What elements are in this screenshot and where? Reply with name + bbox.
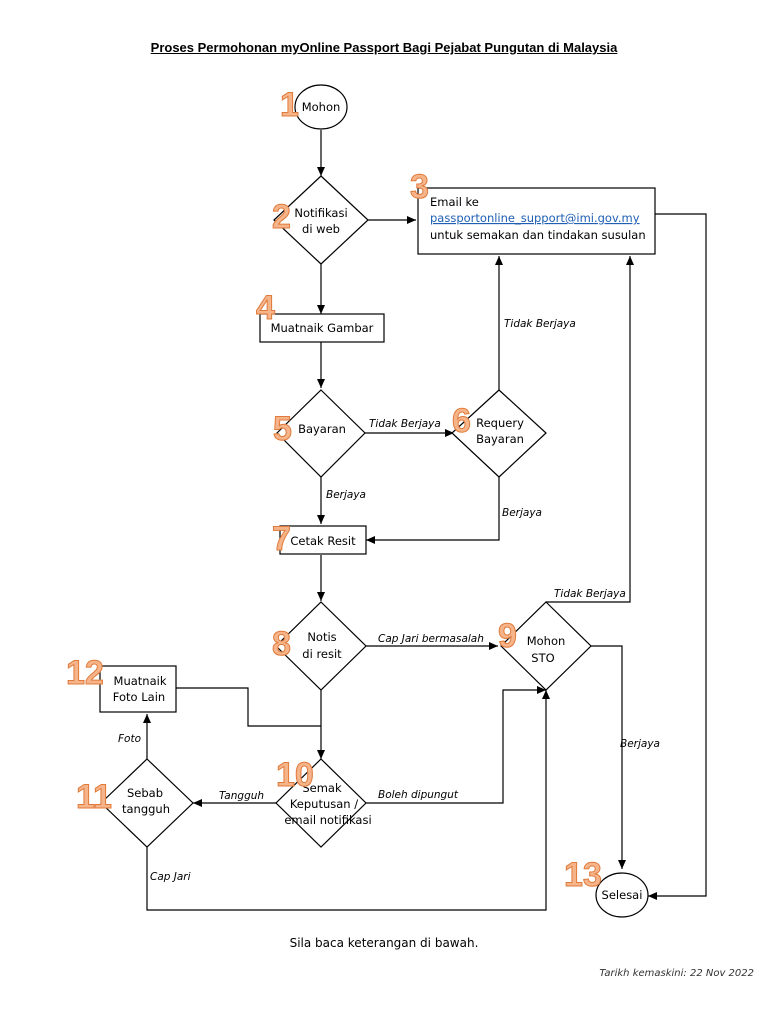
edge-label-boleh-dipungut: Boleh dipungut — [378, 789, 459, 801]
process-box — [417, 187, 656, 255]
footer-note: Sila baca keterangan di bawah. — [289, 936, 479, 950]
edge-label-tidak-berjaya-sto: Tidak Berjaya — [554, 588, 626, 600]
connectors — [143, 130, 707, 911]
line-semak-to-sto — [366, 689, 546, 804]
decision-shape — [273, 175, 369, 265]
node-mohon-sto: Mohon STO 9 — [498, 601, 592, 691]
node-label-line1: Email ke — [430, 195, 479, 209]
edge-label-berjaya-bayaran: Berjaya — [326, 489, 366, 501]
step-number: 10 — [276, 756, 314, 794]
edge-labels: Tidak Berjaya Tidak Berjaya Berjaya Berj… — [118, 318, 660, 883]
node-label: Cetak Resit — [290, 534, 356, 548]
arrow-sto-to-selesai — [590, 645, 626, 869]
node-label-line1: Sebab — [127, 786, 163, 800]
edge-label-tidak-berjaya-bayaran: Tidak Berjaya — [369, 418, 441, 430]
decision-shape — [276, 389, 366, 478]
node-label-line1: Notifikasi — [294, 206, 347, 220]
page-title: Proses Permohonan myOnline Passport Bagi… — [150, 40, 618, 55]
node-label-line3: untuk semakan dan tindakan susulan — [430, 228, 646, 242]
arrow-capjari-to-sto — [146, 690, 550, 911]
edge-label-cap-jari: Cap Jari — [150, 871, 191, 883]
node-label-line1: Requery — [476, 416, 524, 430]
edge-label-berjaya-sto: Berjaya — [620, 738, 660, 750]
node-muatnaik-gambar: Muatnaik Gambar 4 — [256, 289, 385, 343]
node-email: Email ke passportonline_support@imi.gov.… — [410, 168, 656, 255]
step-number: 3 — [410, 168, 429, 206]
edge-label-cap-jari-bermasalah: Cap Jari bermasalah — [378, 633, 484, 645]
node-semak-keputusan: Semak Keputusan / email notifikasi 10 — [275, 756, 372, 848]
email-link[interactable]: passportonline_support@imi.gov.my — [430, 211, 640, 225]
node-label: Selesai — [602, 888, 643, 902]
node-label: Mohon — [302, 100, 341, 114]
node-label-line2: Foto Lain — [113, 690, 165, 704]
node-label-line3: email notifikasi — [284, 813, 371, 827]
process-box — [99, 665, 177, 713]
node-bayaran: Bayaran 5 — [273, 389, 366, 478]
node-label-line2: Bayaran — [476, 432, 524, 446]
step-number: 11 — [76, 778, 112, 816]
node-label-line2: Keputusan / — [290, 797, 358, 811]
step-number: 9 — [498, 617, 517, 655]
terminal-shape — [595, 872, 649, 918]
arrow-sto-to-email — [546, 256, 634, 603]
step-number: 6 — [452, 402, 471, 440]
step-number: 12 — [66, 654, 104, 692]
decision-shape — [500, 601, 592, 691]
node-label-line2: STO — [531, 651, 554, 665]
step-number: 8 — [272, 625, 291, 663]
node-cetak-resit: Cetak Resit 7 — [272, 520, 367, 559]
step-number: 7 — [272, 520, 291, 558]
process-box — [279, 525, 367, 555]
decision-shape — [100, 758, 194, 848]
node-label-line2: di resit — [302, 647, 342, 661]
step-number: 13 — [564, 856, 602, 894]
node-selesai: Selesai 13 — [564, 856, 649, 918]
node-label-line1: Mohon — [527, 634, 566, 648]
node-label: Bayaran — [298, 422, 346, 436]
arrow-email-to-selesai — [648, 213, 707, 900]
decision-shape — [275, 601, 367, 691]
node-label-line1: Muatnaik — [114, 674, 167, 688]
node-label-line2: tangguh — [122, 802, 170, 816]
decision-shape — [451, 389, 547, 478]
node-mohon: Mohon 1 — [280, 84, 348, 130]
edge-label-tangguh: Tangguh — [219, 790, 264, 802]
updated-date: Tarikh kemaskini: 22 Nov 2022 — [599, 968, 754, 979]
node-requery-bayaran: Requery Bayaran 6 — [451, 389, 547, 478]
node-label-line2: di web — [302, 222, 340, 236]
step-number: 4 — [256, 289, 275, 327]
arrow-requery-to-cetak — [366, 477, 500, 544]
node-label-line1: Notis — [307, 630, 336, 644]
step-number: 2 — [272, 198, 291, 236]
edge-label-tidak-berjaya-requery: Tidak Berjaya — [504, 318, 576, 330]
decision-shape — [275, 758, 367, 848]
step-number: 1 — [280, 86, 299, 124]
edge-label-foto: Foto — [118, 733, 141, 745]
terminal-shape — [294, 84, 348, 130]
process-box — [259, 313, 385, 343]
node-muatnaik-foto-lain: Muatnaik Foto Lain 12 — [66, 654, 177, 713]
node-label-line1: Semak — [302, 781, 342, 795]
line-foto-to-semak — [176, 687, 321, 727]
node-notis-di-resit: Notis di resit 8 — [272, 601, 367, 691]
edge-label-berjaya-requery: Berjaya — [502, 507, 542, 519]
node-label: Muatnaik Gambar — [271, 321, 374, 335]
node-notifikasi: Notifikasi di web 2 — [272, 175, 369, 265]
node-sebab-tangguh: Sebab tangguh 11 — [76, 758, 194, 848]
step-number: 5 — [273, 410, 292, 448]
